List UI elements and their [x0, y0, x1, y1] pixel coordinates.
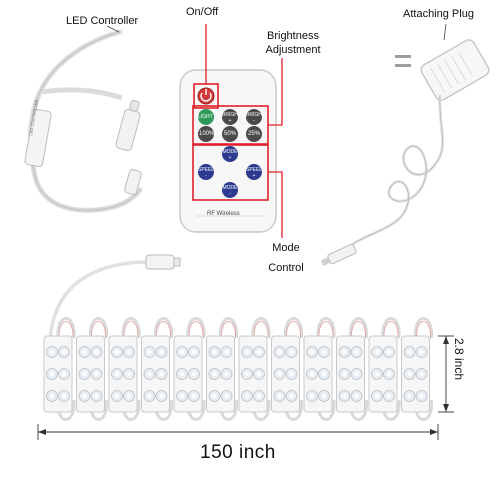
bright-down-button[interactable]: BRIGHT - — [246, 112, 265, 125]
speed-down-button[interactable]: SPEED - — [198, 167, 215, 180]
led-module — [303, 317, 336, 421]
led-module — [238, 317, 271, 421]
brightness-label-line1: Brightness — [267, 30, 319, 42]
attaching-plug-label: Attaching Plug — [403, 8, 474, 20]
height-dimension-label: 2.8 inch — [452, 338, 466, 381]
mode-label-line1: Mode — [272, 242, 300, 254]
power-adapter — [320, 23, 490, 267]
led-controller-label: LED Controller — [66, 15, 139, 27]
bright-up-button[interactable]: BRIGHT + — [222, 112, 241, 125]
remote-brand: RF Wireless — [207, 211, 240, 217]
led-module — [401, 317, 434, 421]
mode-label-line2: Control — [268, 261, 304, 274]
led-module — [108, 317, 141, 421]
light-button[interactable]: LIGHT — [198, 114, 213, 120]
led-controller — [24, 29, 143, 213]
led-module — [368, 317, 401, 421]
onoff-label: On/Off — [186, 6, 219, 18]
length-dimension-label: 150 inch — [200, 442, 276, 463]
led-module — [336, 317, 369, 421]
led-module — [173, 317, 206, 421]
led-module — [141, 317, 174, 421]
led-module — [43, 317, 76, 421]
mode-down-button[interactable]: MODE - — [222, 185, 238, 198]
brightness-25-button[interactable]: 25% — [248, 131, 261, 137]
brightness-100-button[interactable]: 100% — [199, 131, 215, 137]
brightness-label: Brightness Adjustment — [258, 30, 328, 58]
callouts — [192, 24, 283, 238]
led-module — [76, 317, 109, 421]
speed-up-button[interactable]: SPEED + — [246, 167, 263, 180]
led-strip — [43, 254, 434, 421]
mode-control-label: Mode Control — [266, 242, 306, 276]
mode-up-button[interactable]: MODE + — [222, 149, 238, 162]
dimension-lines — [37, 335, 454, 440]
led-module — [206, 317, 239, 421]
brightness-label-line2: Adjustment — [265, 43, 321, 56]
led-module — [271, 317, 304, 421]
brightness-50-button[interactable]: 50% — [224, 131, 237, 137]
remote-control — [179, 69, 277, 233]
